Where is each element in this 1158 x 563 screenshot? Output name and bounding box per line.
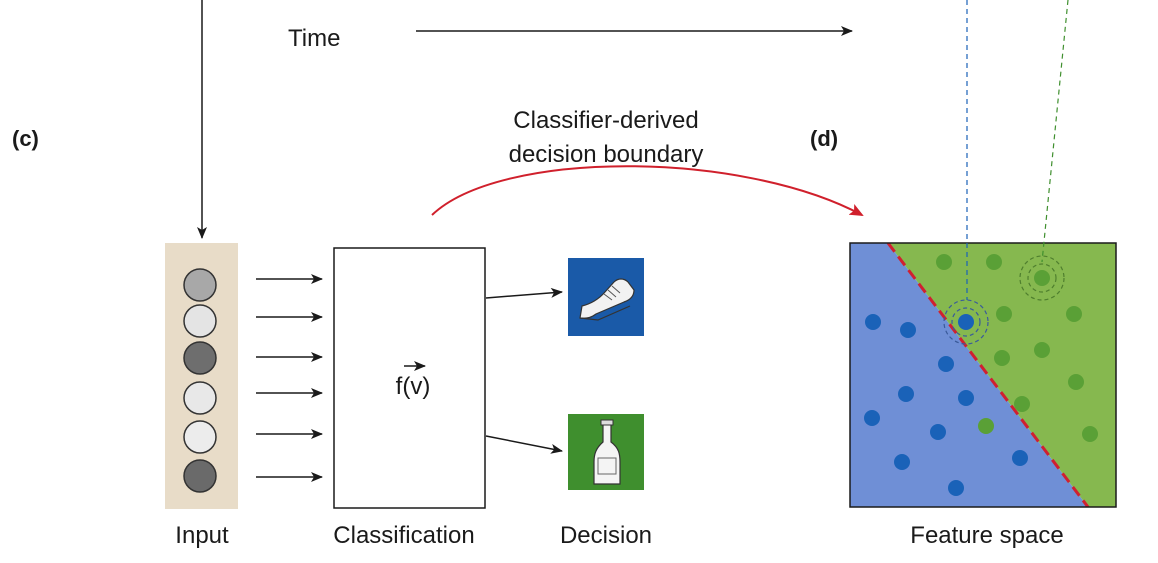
classification-box [333, 247, 486, 509]
caption-input: Input [175, 522, 229, 549]
time-label: Time [288, 25, 340, 52]
blue-point [930, 424, 946, 440]
green-point [978, 418, 994, 434]
boundary-curve-arrow [431, 165, 864, 216]
projection-line-green [1041, 0, 1069, 263]
feature-space [849, 242, 1117, 508]
blue-point [898, 386, 914, 402]
input-circle [183, 381, 217, 415]
panel-c-label: (c) [12, 126, 39, 151]
blue-region [850, 243, 1088, 507]
highlight-ring [943, 299, 989, 345]
output-arrow-shoe [485, 287, 563, 299]
input-circle [183, 459, 217, 493]
feature-points [864, 254, 1098, 496]
green-point [936, 254, 952, 270]
blue-point [865, 314, 881, 330]
boundary-label-line1: Classifier-derived [513, 107, 698, 134]
green-point [994, 350, 1010, 366]
input-circle [183, 304, 217, 338]
blue-point [900, 322, 916, 338]
output-arrow-bottle [485, 435, 563, 454]
input-circle [183, 420, 217, 454]
green-point [1066, 306, 1082, 322]
shoe-icon [568, 258, 644, 336]
green-point [1034, 342, 1050, 358]
blue-point [938, 356, 954, 372]
input-circles [183, 268, 217, 493]
green-point [1082, 426, 1098, 442]
blue-point [864, 410, 880, 426]
blue-point [894, 454, 910, 470]
green-point [996, 306, 1012, 322]
decision-boundary-line [886, 243, 1090, 507]
input-circle [183, 268, 217, 302]
input-arrows [256, 274, 323, 482]
blue-point [958, 390, 974, 406]
panel-d-label: (d) [810, 126, 838, 151]
blue-point [958, 314, 974, 330]
blue-point [948, 480, 964, 496]
highlight-ring [951, 307, 981, 337]
highlight-ring [1027, 263, 1057, 293]
green-point [1068, 374, 1084, 390]
green-point [1034, 270, 1050, 286]
caption-classification: Classification [333, 522, 474, 549]
green-point [986, 254, 1002, 270]
highlight-ring [1019, 255, 1065, 301]
caption-decision: Decision [560, 522, 652, 549]
input-circle [183, 341, 217, 375]
green-point [1014, 396, 1030, 412]
caption-feature-space: Feature space [910, 522, 1063, 549]
boundary-label-line2: decision boundary [509, 141, 704, 168]
bottle-icon [568, 414, 644, 490]
blue-point [1012, 450, 1028, 466]
green-region [888, 243, 1116, 507]
classifier-function: f(v) [396, 373, 431, 400]
